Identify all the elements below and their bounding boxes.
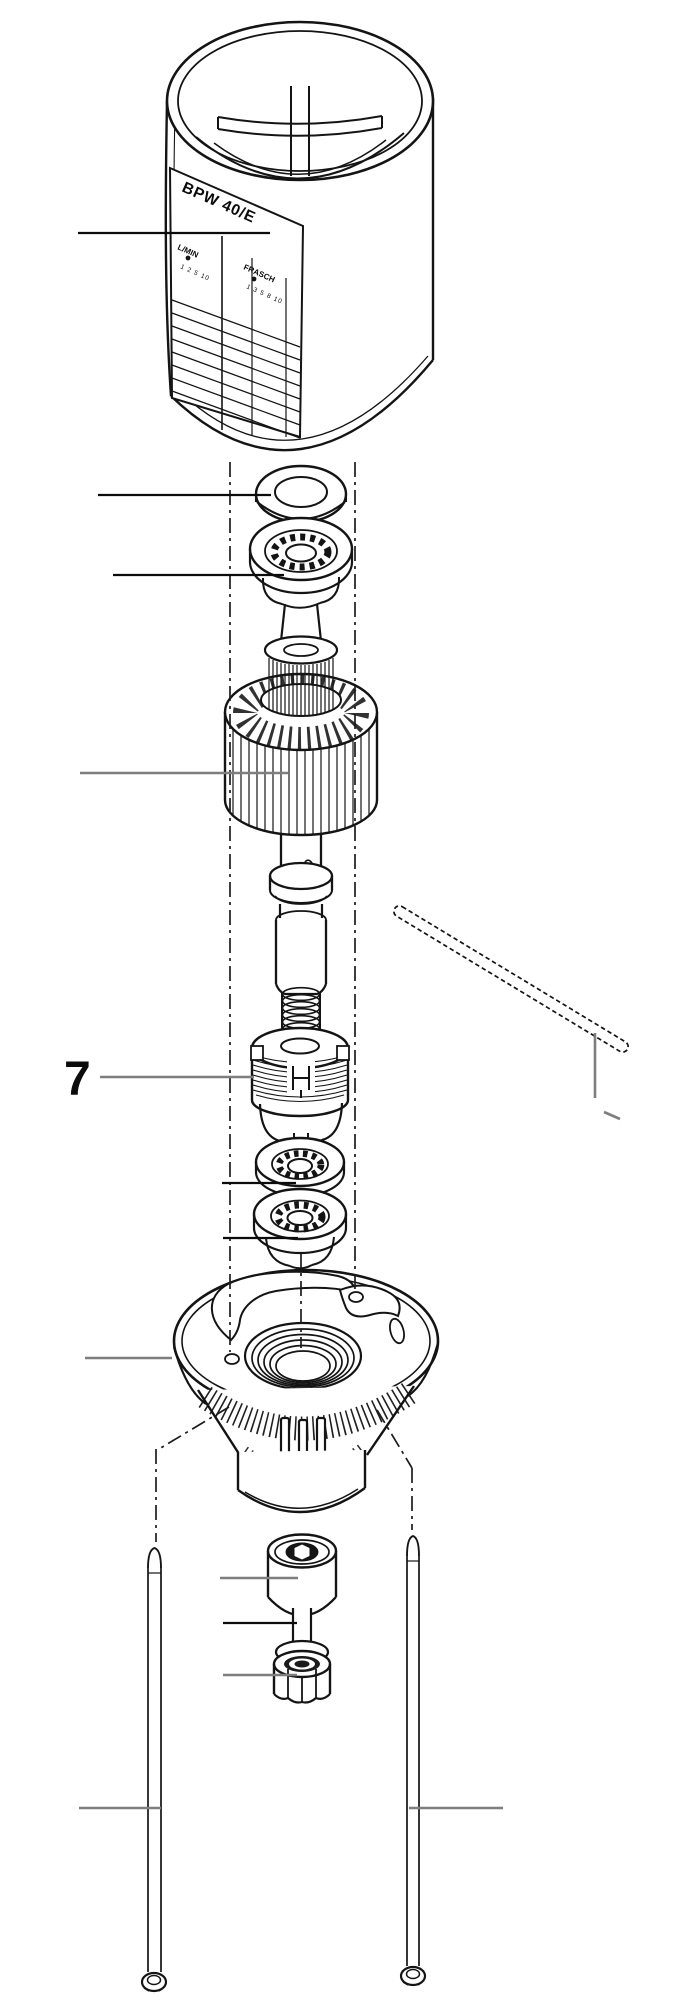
hex-nut: [272, 1649, 332, 1704]
centerlines: [155, 462, 413, 1542]
housing-bolt-hole-right: [348, 1291, 364, 1303]
leader-lines: [78, 231, 597, 1810]
drum-slot: [292, 1066, 310, 1098]
coupling-hex-socket: [294, 1544, 310, 1560]
drum-tab-right: [336, 1045, 350, 1061]
plate-col1-bullet: [185, 255, 191, 261]
tie-bolt-right: [399, 1534, 427, 1987]
lower-shaft: [268, 833, 334, 996]
lower-bearing-a: [254, 1136, 346, 1198]
commutator-splines: [268, 658, 334, 716]
housing-bolt-hole-left: [224, 1353, 240, 1365]
rotor-assembly: [223, 635, 379, 837]
housing-threaded-bore: [243, 1321, 363, 1391]
plate-grid: [171, 236, 301, 439]
cone-slot-3: [315, 1416, 327, 1456]
part7-knurled-drum: [250, 1026, 350, 1118]
housing-spout: [338, 1284, 401, 1318]
upper-shaft-stub: [279, 603, 323, 642]
pump-housing: [172, 1268, 440, 1514]
coupling: [266, 1533, 338, 1617]
label-plate: BPW 40/E L/MIN 1 2 5 10 FRASCH 1 3 5 8 1…: [168, 166, 305, 439]
drum-tab-left: [250, 1045, 264, 1061]
housing-loop-hole: [389, 1317, 405, 1345]
callout-7: 7: [64, 1053, 91, 1106]
lower-bearing-b: [252, 1187, 348, 1270]
pin-rod: [393, 905, 629, 1053]
cone-slot-1: [279, 1416, 291, 1456]
stray-mark: [603, 1110, 621, 1121]
plate-col2-bullet: [251, 276, 257, 282]
tie-bolt-left: [140, 1547, 168, 1993]
upper-ball-bearing: [248, 516, 354, 609]
motor-sleeve: [164, 20, 435, 452]
rotor-skew-laminations: [233, 675, 369, 751]
